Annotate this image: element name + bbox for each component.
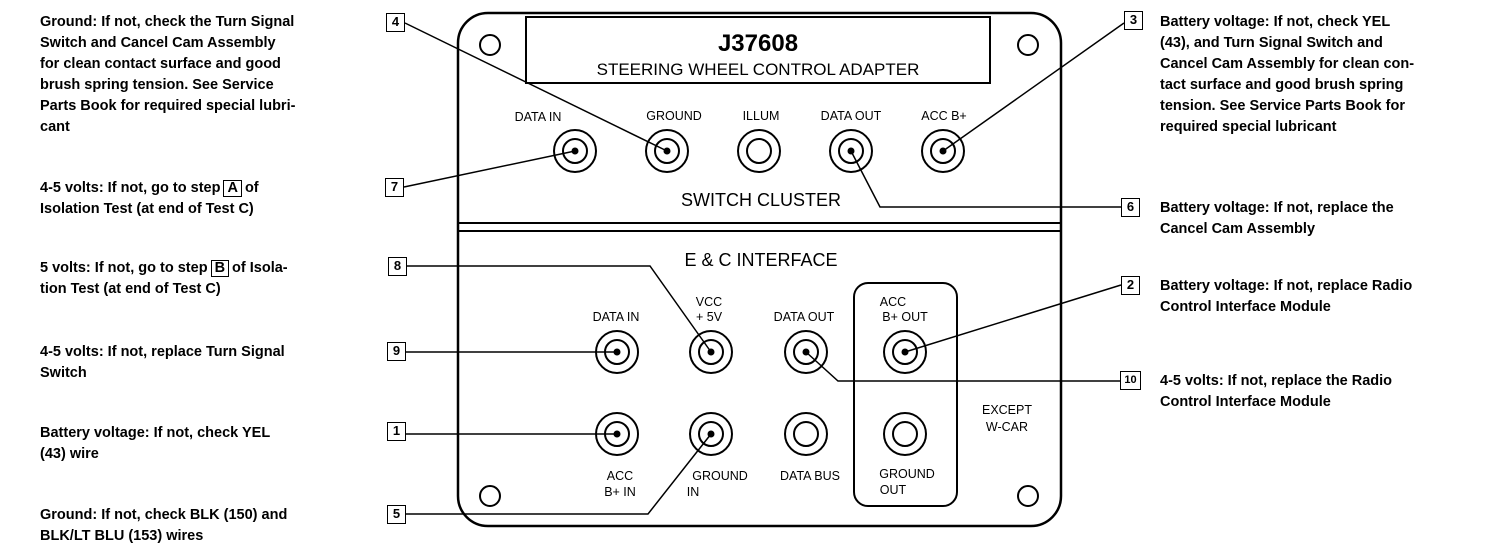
note-step-7-text: 4-5 volts: If not, go to step	[40, 180, 221, 196]
step-box-5: 5	[387, 505, 406, 524]
note-step-2: Battery voltage: If not, replace Radio C…	[1160, 278, 1413, 315]
mounting-hole-top-right	[1017, 34, 1039, 56]
sc-label-data-in: DATA IN	[515, 110, 562, 124]
ec-label-acc: ACC	[880, 295, 906, 309]
ec-label-acc-b-in: B+ IN	[604, 485, 636, 499]
ec-label-vcc: VCC	[696, 295, 722, 309]
part-number: J37608	[718, 30, 798, 57]
except-label: EXCEPT	[982, 403, 1032, 417]
ec-label-acc-b-out: B+ OUT	[882, 310, 928, 324]
note-step-10: 4-5 volts: If not, replace the Radio Con…	[1160, 373, 1393, 410]
except-w-car-enclosure	[853, 282, 958, 507]
leader-line-2	[904, 284, 1122, 353]
step-box-6: 6	[1121, 198, 1140, 217]
mounting-hole-bottom-right	[1017, 485, 1039, 507]
leader-line-6	[850, 150, 1121, 208]
step-box-4: 4	[386, 13, 405, 32]
leader-line-7	[403, 150, 576, 188]
sc-label-ground: GROUND	[646, 109, 702, 123]
step-box-8: 8	[388, 257, 407, 276]
note-step-4: Ground: If not, check the Turn Signal Sw…	[40, 14, 296, 135]
leader-line-10	[805, 351, 1120, 382]
note-step-8-text-2: of Isola- tion Test (at end of Test C)	[40, 260, 288, 297]
ec-label-out: OUT	[880, 483, 907, 497]
mounting-hole-top-left	[479, 34, 501, 56]
ec-label-data-bus: DATA BUS	[780, 469, 840, 483]
note-step-9: 4-5 volts: If not, replace Turn Signal S…	[40, 344, 285, 381]
sc-label-illum: ILLUM	[743, 109, 780, 123]
adapter-name: STEERING WHEEL CONTROL ADAPTER	[597, 60, 920, 79]
ec-jack-ground-out	[883, 412, 927, 456]
ec-jack-data-bus	[784, 412, 828, 456]
note-step-6: Battery voltage: If not, replace the Can…	[1160, 200, 1394, 237]
leader-line-3	[942, 22, 1125, 152]
leader-line-4	[404, 22, 668, 152]
ec-label-ground-out: GROUND	[879, 467, 935, 481]
step-box-10: 10	[1120, 371, 1141, 390]
adapter-panel	[456, 11, 1063, 528]
note-step-7-text-2: of Isolation Test (at end of Test C)	[40, 180, 259, 217]
step-box-3: 3	[1124, 11, 1143, 30]
step-box-2: 2	[1121, 276, 1140, 295]
ec-label-data-out: DATA OUT	[774, 310, 835, 324]
ec-label-vcc-value: + 5V	[696, 310, 723, 324]
ec-label-data-in: DATA IN	[593, 310, 640, 324]
step-box-9: 9	[387, 342, 406, 361]
mounting-hole-bottom-left	[479, 485, 501, 507]
sc-jack-illum	[737, 129, 781, 173]
switch-cluster-title: SWITCH CLUSTER	[681, 190, 841, 210]
step-b-box: B	[210, 260, 230, 277]
note-step-5: Ground: If not, check BLK (150) and BLK/…	[40, 507, 288, 544]
sc-label-acc-b: ACC B+	[921, 109, 967, 123]
step-a-box: A	[223, 180, 242, 197]
ec-label-in: IN	[687, 485, 700, 499]
w-car-label: W-CAR	[986, 420, 1028, 434]
ec-label-acc-bottom: ACC	[607, 469, 633, 483]
ec-interface-title: E & C INTERFACE	[684, 250, 837, 270]
nameplate	[525, 16, 991, 84]
step-box-7: 7	[385, 178, 404, 197]
leader-line-8	[407, 265, 712, 353]
step-box-1: 1	[387, 422, 406, 441]
note-step-8-text: 5 volts: If not, go to step	[40, 260, 208, 276]
sc-jack-data-in	[553, 129, 597, 173]
note-step-1: Battery voltage: If not, check YEL (43) …	[40, 425, 271, 462]
note-step-3: Battery voltage: If not, check YEL (43),…	[1160, 14, 1415, 135]
leader-line-5	[406, 433, 712, 515]
sc-label-data-out: DATA OUT	[821, 109, 882, 123]
ec-label-ground-in: GROUND	[692, 469, 748, 483]
